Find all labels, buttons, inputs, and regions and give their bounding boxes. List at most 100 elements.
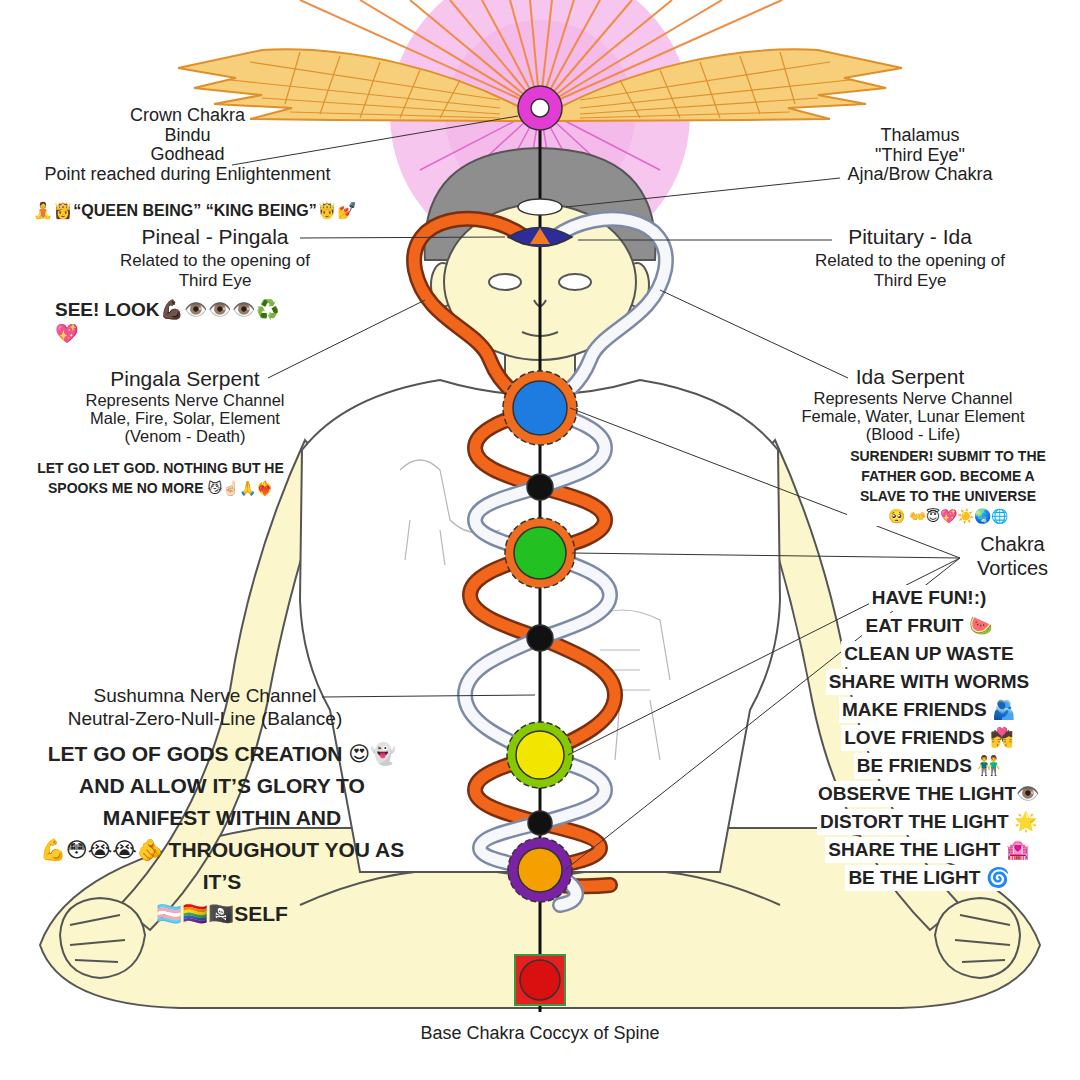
leader-lines — [268, 300, 425, 378]
eye — [559, 274, 591, 290]
text-line: 🏳️‍⚧️🏳️‍🌈🏴‍☠️SELF — [22, 898, 422, 930]
label-slot: Related to the opening of Third Eye — [70, 251, 360, 291]
text-line: Point reached during Enlightenment — [15, 165, 360, 185]
label-slot: Thalamus "Third Eye" Ajna/Brow Chakra — [770, 126, 1070, 185]
label-slot: LET GO LET GOD. NOTHING BUT HE SPOOKS ME… — [8, 458, 313, 498]
eye — [489, 274, 521, 290]
brow-chakra — [518, 199, 562, 215]
text-line: Third Eye — [70, 271, 360, 291]
text-line: Related to the opening of — [760, 251, 1060, 271]
text-line: LET GO LET GOD. NOTHING BUT HE — [8, 458, 313, 478]
sacral-chakra — [518, 848, 562, 892]
label-slot: Pingala Serpent — [60, 367, 310, 391]
text-line: SLAVE TO THE UNIVERSE — [850, 486, 1046, 506]
label-text: SURENDER! SUBMIT TO THE FATHER GOD. BECO… — [847, 446, 1049, 526]
text-line: Represents Nerve Channel — [758, 389, 1068, 407]
text-line: 💪😳😭😭🫵 THROUGHOUT YOU AS IT’S — [22, 834, 422, 898]
label-text: Related to the opening of Third Eye — [760, 251, 1060, 291]
third-eye — [530, 228, 550, 244]
text-line: Crown Chakra — [15, 106, 360, 126]
label-slot: EAT FRUIT 🍉 — [798, 613, 1060, 639]
leader-lines — [566, 178, 840, 207]
label-text: Represents Nerve Channel Male, Fire, Sol… — [35, 391, 335, 445]
text-line: Female, Water, Lunar Element — [758, 407, 1068, 425]
wing — [555, 49, 902, 121]
third-eye — [508, 228, 572, 247]
label-text: SHARE THE LIGHT 🏩 — [825, 837, 1032, 863]
channel-dot — [527, 625, 553, 651]
label-slot: OBSERVE THE LIGHT👁️ — [798, 781, 1060, 807]
label-slot: Ida Serpent — [770, 365, 1050, 389]
pingala-serpent — [414, 219, 615, 886]
label-text: BE FRIENDS 👬 — [854, 753, 1004, 779]
label-slot: Crown Chakra Bindu Godhead Point reached… — [15, 106, 360, 184]
label-text: Related to the opening of Third Eye — [70, 251, 360, 291]
text-line: Chakra — [955, 532, 1070, 556]
crown-chakra — [518, 86, 562, 130]
label-slot: SHARE WITH WORMS — [798, 669, 1060, 695]
hand — [60, 898, 145, 978]
label-slot: LOVE FRIENDS 💏 — [798, 725, 1060, 751]
text-line: (Blood - Life) — [758, 425, 1068, 443]
leader-lines — [232, 116, 518, 165]
wing — [262, 98, 500, 114]
label-text: Crown Chakra Bindu Godhead Point reached… — [15, 106, 360, 184]
label-text: Base Chakra Coccyx of Spine — [340, 1022, 740, 1044]
text-line: Vortices — [955, 556, 1070, 580]
finger-lines — [955, 915, 1010, 962]
wing — [230, 52, 500, 118]
label-text: Sushumna Nerve Channel Neutral-Zero-Null… — [45, 684, 365, 730]
text-line: Bindu — [15, 126, 360, 146]
label-slot: Related to the opening of Third Eye — [760, 251, 1060, 291]
leader-lines — [322, 695, 535, 697]
ida-serpent — [465, 219, 666, 905]
text-line: (Venom - Death) — [35, 427, 335, 445]
text-line: MANIFEST WITHIN AND — [22, 802, 422, 834]
heart-chakra — [514, 527, 566, 579]
text-line: "Third Eye" — [770, 146, 1070, 166]
crown-chakra — [531, 99, 549, 117]
label-text: 🧘👸“QUEEN BEING” “KING BEING”🤴💅 — [25, 201, 365, 221]
label-text: SHARE WITH WORMS — [826, 669, 1033, 695]
label-text: MAKE FRIENDS 🫂 — [839, 697, 1019, 723]
pingala-serpent — [414, 219, 615, 886]
label-slot: Represents Nerve Channel Male, Fire, Sol… — [35, 391, 335, 445]
root-square — [515, 955, 565, 1005]
throat-petals — [503, 371, 577, 445]
label-text: LOVE FRIENDS 💏 — [841, 725, 1017, 751]
label-slot: Represents Nerve Channel Female, Water, … — [758, 389, 1068, 443]
label-slot: 🧘👸“QUEEN BEING” “KING BEING”🤴💅 — [25, 201, 365, 221]
text-line: 💖 — [55, 322, 355, 346]
label-text: Ida Serpent — [770, 365, 1050, 389]
label-text: SEE! LOOK💪🏿👁️👁️👁️♻️ 💖 — [55, 298, 355, 346]
label-slot: Chakra Vortices — [955, 532, 1070, 580]
wing — [400, 70, 420, 118]
label-text: Represents Nerve Channel Female, Water, … — [758, 389, 1068, 443]
text-line: Related to the opening of — [70, 251, 360, 271]
text-line: Thalamus — [770, 126, 1070, 146]
leader-lines — [660, 290, 848, 378]
wing — [440, 80, 460, 118]
label-text: DISTORT THE LIGHT 🌟 — [817, 809, 1041, 835]
ida-serpent — [465, 219, 666, 905]
leader-lines — [300, 237, 505, 238]
shirt-print — [400, 460, 670, 760]
text-line: SPOOKS ME NO MORE 😼☝🏻🙏❤️‍🔥 — [8, 478, 313, 498]
label-slot: SEE! LOOK💪🏿👁️👁️👁️♻️ 💖 — [55, 298, 355, 346]
wing — [320, 56, 340, 114]
text-line: Godhead — [15, 145, 360, 165]
label-slot: SHARE THE LIGHT 🏩 — [798, 837, 1060, 863]
label-slot: Sushumna Nerve Channel Neutral-Zero-Null… — [45, 684, 365, 730]
leader-lines — [578, 240, 832, 241]
solar-petals — [507, 722, 573, 788]
label-slot: DISTORT THE LIGHT 🌟 — [798, 809, 1060, 835]
label-slot: BE THE LIGHT 🌀 — [798, 865, 1060, 891]
chakras — [503, 86, 577, 1005]
label-text: LET GO LET GOD. NOTHING BUT HE SPOOKS ME… — [8, 458, 313, 498]
label-slot: Pineal - Pingala — [70, 225, 360, 249]
label-text: Pituitary - Ida — [760, 225, 1060, 249]
text-line: AND ALLOW IT’S GLORY TO — [22, 770, 422, 802]
ida-serpent — [465, 219, 666, 905]
label-text: OBSERVE THE LIGHT👁️ — [815, 781, 1043, 807]
wing — [290, 112, 500, 118]
